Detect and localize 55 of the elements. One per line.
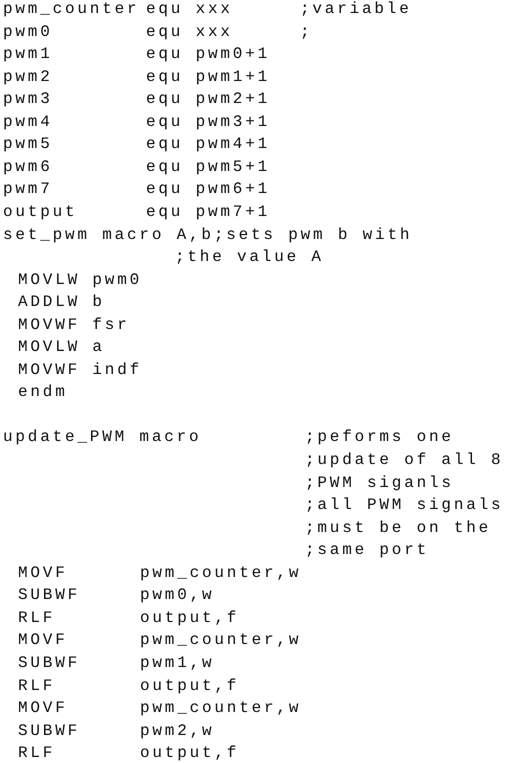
code-comment: ;the value A	[175, 249, 324, 266]
code-text: MOVF	[18, 564, 68, 581]
code-text: pwm6	[3, 158, 53, 175]
code-text: update_PWM macro	[3, 429, 202, 446]
code-text: MOVF	[18, 700, 68, 716]
code-text: equ pwm3+1	[146, 114, 270, 130]
code-text: output	[3, 204, 78, 220]
code-text: pwm_counter	[3, 1, 140, 17]
code-text: pwm7	[3, 181, 53, 198]
code-text: pwm1	[3, 46, 53, 62]
code-text: output,f	[140, 678, 240, 694]
code-text: output,f	[140, 745, 240, 762]
code-comment: ;variable	[300, 1, 412, 17]
code-text: ADDLW b	[18, 294, 105, 310]
code-text: equ xxx	[146, 24, 233, 40]
code-text: SUBWF	[18, 654, 80, 671]
code-text: equ pwm5+1	[146, 158, 270, 175]
code-text: equ pwm7+1	[146, 204, 270, 220]
code-comment: ;peforms one	[305, 429, 454, 446]
code-text: pwm0	[3, 24, 53, 40]
code-comment: ;same port	[305, 542, 430, 558]
code-comment: ;PWM siganls	[305, 474, 454, 491]
code-text: equ pwm6+1	[146, 181, 270, 198]
code-text: output,f	[140, 610, 240, 626]
code-text: equ pwm2+1	[146, 91, 270, 108]
code-text: SUBWF	[18, 587, 80, 604]
code-comment: ;must be on the	[305, 520, 492, 536]
code-text: equ xxx	[146, 1, 233, 17]
code-text: equ pwm0+1	[146, 46, 270, 62]
code-text: pwm2,w	[140, 722, 214, 739]
code-text: MOVLW pwm0	[18, 272, 142, 288]
code-text: pwm_counter,w	[140, 564, 302, 581]
code-comment: ;	[300, 24, 312, 40]
code-text: pwm2	[3, 68, 53, 85]
code-text: RLF	[18, 745, 56, 762]
code-text: pwm_counter,w	[140, 632, 302, 648]
code-text: MOVF	[18, 632, 68, 648]
code-text: RLF	[18, 678, 56, 694]
code-text: MOVWF fsr	[18, 316, 130, 333]
code-text: MOVLW a	[18, 339, 105, 356]
code-text: pwm0,w	[140, 587, 214, 604]
code-text: equ pwm1+1	[146, 68, 270, 85]
code-text: MOVWF indf	[18, 362, 142, 378]
code-text: pwm5	[3, 136, 53, 152]
code-text: RLF	[18, 610, 56, 626]
code-text: endm	[18, 384, 68, 400]
code-comment: ;all PWM signals	[305, 497, 504, 514]
code-text: pwm4	[3, 114, 53, 130]
code-text: equ pwm4+1	[146, 136, 270, 152]
code-comment: ;update of all 8	[305, 452, 504, 468]
code-text: pwm3	[3, 91, 53, 108]
code-text: pwm_counter,w	[140, 700, 302, 716]
code-text: SUBWF	[18, 722, 80, 739]
code-text: pwm1,w	[140, 654, 214, 671]
code-text: set_pwm macro A,b;sets pwm b with	[3, 226, 412, 242]
